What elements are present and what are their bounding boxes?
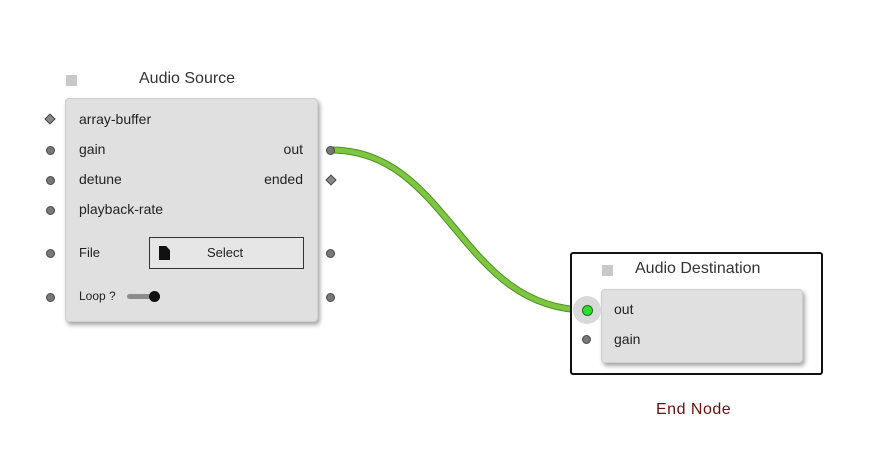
audio-destination-title: Audio Destination — [635, 260, 761, 277]
audio-source-collapse-toggle[interactable] — [66, 75, 77, 86]
end-node-caption: End Node — [656, 401, 732, 418]
file-select-button[interactable]: Select — [149, 237, 304, 269]
audio-source-node[interactable] — [65, 98, 318, 322]
output-label-out: out — [283, 141, 303, 157]
detune-input-port[interactable] — [46, 176, 55, 185]
output-label-ended: ended — [264, 171, 303, 187]
loop-output-port[interactable] — [326, 293, 335, 302]
gain-input-port[interactable] — [46, 146, 55, 155]
audio-destination-node[interactable] — [601, 289, 803, 363]
file-icon — [159, 246, 170, 260]
loop-label: Loop ? — [79, 289, 116, 303]
input-label-detune: detune — [79, 171, 122, 187]
file-output-port[interactable] — [326, 249, 335, 258]
file-input-port[interactable] — [46, 249, 55, 258]
destination-param-gain: gain — [614, 331, 641, 347]
playback-rate-input-port[interactable] — [46, 206, 55, 215]
loop-toggle-track — [127, 294, 151, 299]
file-select-label: Select — [207, 245, 244, 260]
input-label-array-buffer: array-buffer — [79, 111, 152, 127]
input-label-playback-rate: playback-rate — [79, 201, 164, 217]
out-output-port[interactable] — [326, 146, 335, 155]
audio-destination-collapse-toggle[interactable] — [602, 265, 613, 276]
loop-toggle[interactable] — [127, 290, 163, 304]
loop-toggle-knob — [149, 291, 160, 302]
destination-out-input-port[interactable] — [582, 305, 593, 316]
loop-input-port[interactable] — [46, 293, 55, 302]
file-label: File — [79, 245, 100, 260]
array-buffer-input-port[interactable] — [44, 113, 56, 125]
input-label-gain: gain — [79, 141, 106, 157]
destination-param-out: out — [614, 301, 634, 317]
audio-source-title: Audio Source — [139, 70, 236, 87]
ended-output-port[interactable] — [325, 174, 337, 186]
destination-gain-input-port[interactable] — [582, 335, 591, 344]
